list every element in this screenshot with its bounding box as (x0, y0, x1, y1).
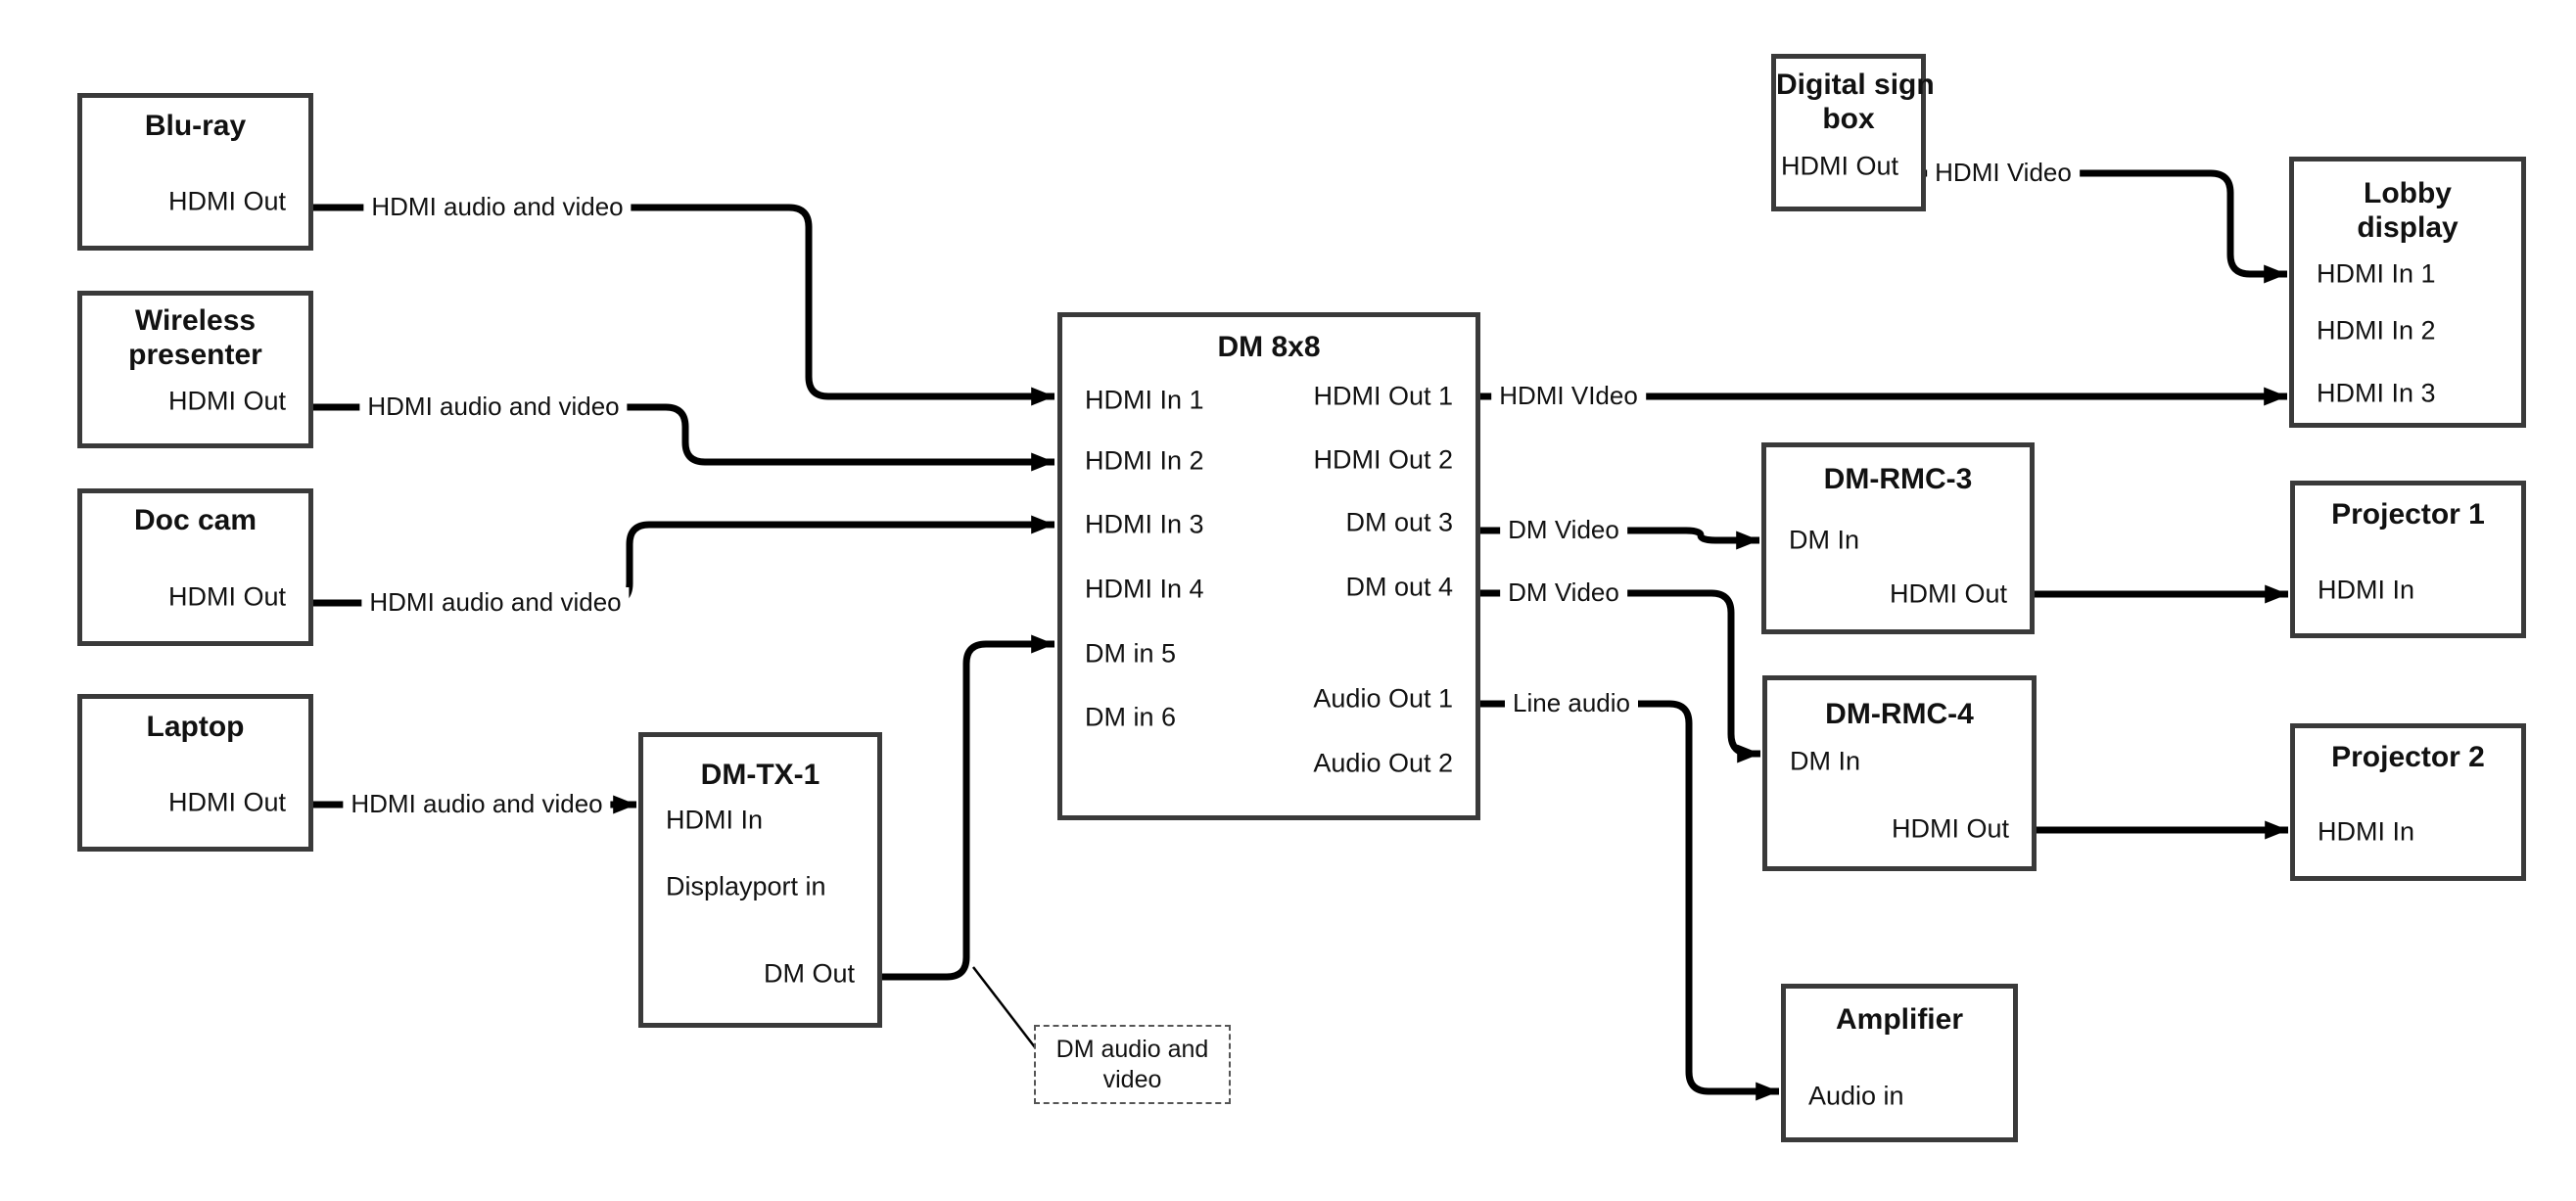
node-dm-rmc-4: DM-RMC-4 DM In HDMI Out (1762, 675, 2037, 871)
note-line: video (1102, 1065, 1162, 1093)
port-digital-sign-box-hdmi-out: HDMI Out (1780, 151, 1898, 181)
node-projector-1-title-line: Projector 1 (2331, 498, 2485, 531)
node-projector-2-title-line: Projector 2 (2331, 741, 2485, 773)
port-dm-tx-1-hdmi-in: HDMI In (666, 805, 764, 835)
wire-dm8x8-out3-to-rmc3 (1480, 527, 1759, 550)
node-dm-8x8-title: DM 8x8 (1062, 330, 1475, 364)
port-dm-rmc-3-hdmi-out: HDMI Out (1889, 578, 2007, 609)
node-projector-1-title: Projector 1 (2295, 497, 2521, 531)
port-dm-8x8-hdmi-out-2: HDMI Out 2 (1313, 444, 1453, 475)
port-dm-8x8-hdmi-in-4: HDMI In 4 (1085, 574, 1204, 604)
port-dm-rmc-4-dm-in: DM In (1790, 746, 1861, 776)
node-dm-rmc-3-title: DM-RMC-3 (1766, 462, 2030, 496)
node-dm-8x8-title-line: DM 8x8 (1217, 331, 1321, 363)
wire-dmtx1-to-dm8x8-dmin5 (882, 634, 1054, 981)
port-projector-1-hdmi-in: HDMI In (2318, 575, 2415, 605)
node-dm-tx-1-title-line: DM-TX-1 (700, 759, 820, 791)
node-digital-sign-box-title-line: Digital sign (1776, 69, 1935, 101)
node-dm-rmc-4-title: DM-RMC-4 (1767, 697, 2032, 731)
node-wireless-presenter-title-line: presenter (128, 339, 262, 371)
wire-label-dm8x8-out4-to-rmc4: DM Video (1500, 577, 1627, 607)
port-projector-2-hdmi-in: HDMI In (2318, 816, 2415, 847)
port-doc-cam-hdmi-out: HDMI Out (167, 581, 286, 612)
node-projector-1: Projector 1 HDMI In (2290, 481, 2526, 638)
port-dm-8x8-hdmi-in-2: HDMI In 2 (1085, 445, 1204, 476)
node-blu-ray-title: Blu-ray (82, 109, 308, 143)
wire-label-laptop-to-dmtx1: HDMI audio and video (343, 789, 611, 818)
wire-digitalsign-to-lobby-in1 (1926, 169, 2287, 284)
node-laptop-title-line: Laptop (146, 711, 245, 743)
wire-bluray-to-dm8x8-in1 (313, 204, 1054, 406)
note-leader-line (972, 966, 1036, 1048)
node-dm-rmc-3: DM-RMC-3 DM In HDMI Out (1761, 442, 2035, 634)
wire-label-wireless-to-dm8x8-in2: HDMI audio and video (359, 392, 628, 421)
node-digital-sign-box-title-line: box (1822, 103, 1875, 135)
wire-dm8x8-out4-to-rmc4 (1480, 589, 1760, 763)
node-blu-ray-title-line: Blu-ray (144, 110, 247, 142)
wire-dm8x8-audio1-to-amp (1480, 700, 1779, 1101)
port-dm-8x8-dm-in-6: DM in 6 (1085, 702, 1177, 732)
wire-label-doccam-to-dm8x8-in3: HDMI audio and video (361, 587, 630, 617)
node-wireless-presenter-title-line: Wireless (134, 304, 257, 337)
port-dm-rmc-4-hdmi-out: HDMI Out (1891, 813, 2009, 844)
wire-label-dm8x8-out3-to-rmc3: DM Video (1500, 515, 1627, 544)
port-dm-8x8-hdmi-in-3: HDMI In 3 (1085, 509, 1204, 539)
node-doc-cam-title: Doc cam (82, 503, 308, 537)
port-dm-8x8-audio-out-1: Audio Out 1 (1313, 683, 1453, 714)
port-dm-tx-1-displayport-in: Displayport in (666, 871, 826, 901)
node-amplifier-title: Amplifier (1786, 1002, 2013, 1037)
node-dm-rmc-4-title-line: DM-RMC-4 (1825, 698, 1974, 730)
port-dm-8x8-audio-out-2: Audio Out 2 (1313, 748, 1453, 778)
node-lobby-display-title-line: display (2357, 211, 2459, 244)
port-laptop-hdmi-out: HDMI Out (167, 787, 286, 817)
port-lobby-display-hdmi-in-2: HDMI In 2 (2317, 315, 2436, 346)
node-projector-2: Projector 2 HDMI In (2290, 723, 2526, 881)
port-amplifier-audio-in: Audio in (1808, 1081, 1904, 1111)
node-lobby-display-title-line: Lobby (2364, 177, 2452, 209)
port-wireless-presenter-hdmi-out: HDMI Out (167, 386, 286, 416)
wire-label-dm8x8-out1-to-lobby-in3: HDMI VIdeo (1491, 381, 1646, 410)
wire-label-digitalsign-to-lobby-in1: HDMI Video (1927, 158, 2080, 187)
port-lobby-display-hdmi-in-1: HDMI In 1 (2317, 258, 2436, 289)
node-projector-2-title: Projector 2 (2295, 740, 2521, 774)
wire-label-dm8x8-audio1-to-amp: Line audio (1505, 688, 1638, 717)
port-dm-8x8-dm-out-4: DM out 4 (1345, 572, 1453, 602)
node-amplifier-title-line: Amplifier (1835, 1003, 1964, 1036)
port-dm-8x8-hdmi-out-1: HDMI Out 1 (1313, 381, 1453, 411)
note-line: DM audio and (1055, 1035, 1209, 1063)
node-dm-rmc-3-title-line: DM-RMC-3 (1823, 463, 1973, 495)
port-dm-tx-1-dm-out: DM Out (763, 958, 855, 989)
node-dm-tx-1-title: DM-TX-1 (643, 758, 877, 792)
wire-label-bluray-to-dm8x8-in1: HDMI audio and video (363, 192, 632, 221)
wire-wireless-to-dm8x8-in2 (313, 403, 1054, 472)
node-doc-cam-title-line: Doc cam (133, 504, 258, 536)
port-dm-rmc-3-dm-in: DM In (1789, 525, 1860, 555)
port-blu-ray-hdmi-out: HDMI Out (167, 186, 286, 216)
port-lobby-display-hdmi-in-3: HDMI In 3 (2317, 378, 2436, 408)
node-laptop-title: Laptop (82, 710, 308, 744)
port-dm-8x8-dm-out-3: DM out 3 (1345, 507, 1453, 537)
port-dm-8x8-dm-in-5: DM in 5 (1085, 638, 1177, 669)
port-dm-8x8-hdmi-in-1: HDMI In 1 (1085, 385, 1204, 415)
